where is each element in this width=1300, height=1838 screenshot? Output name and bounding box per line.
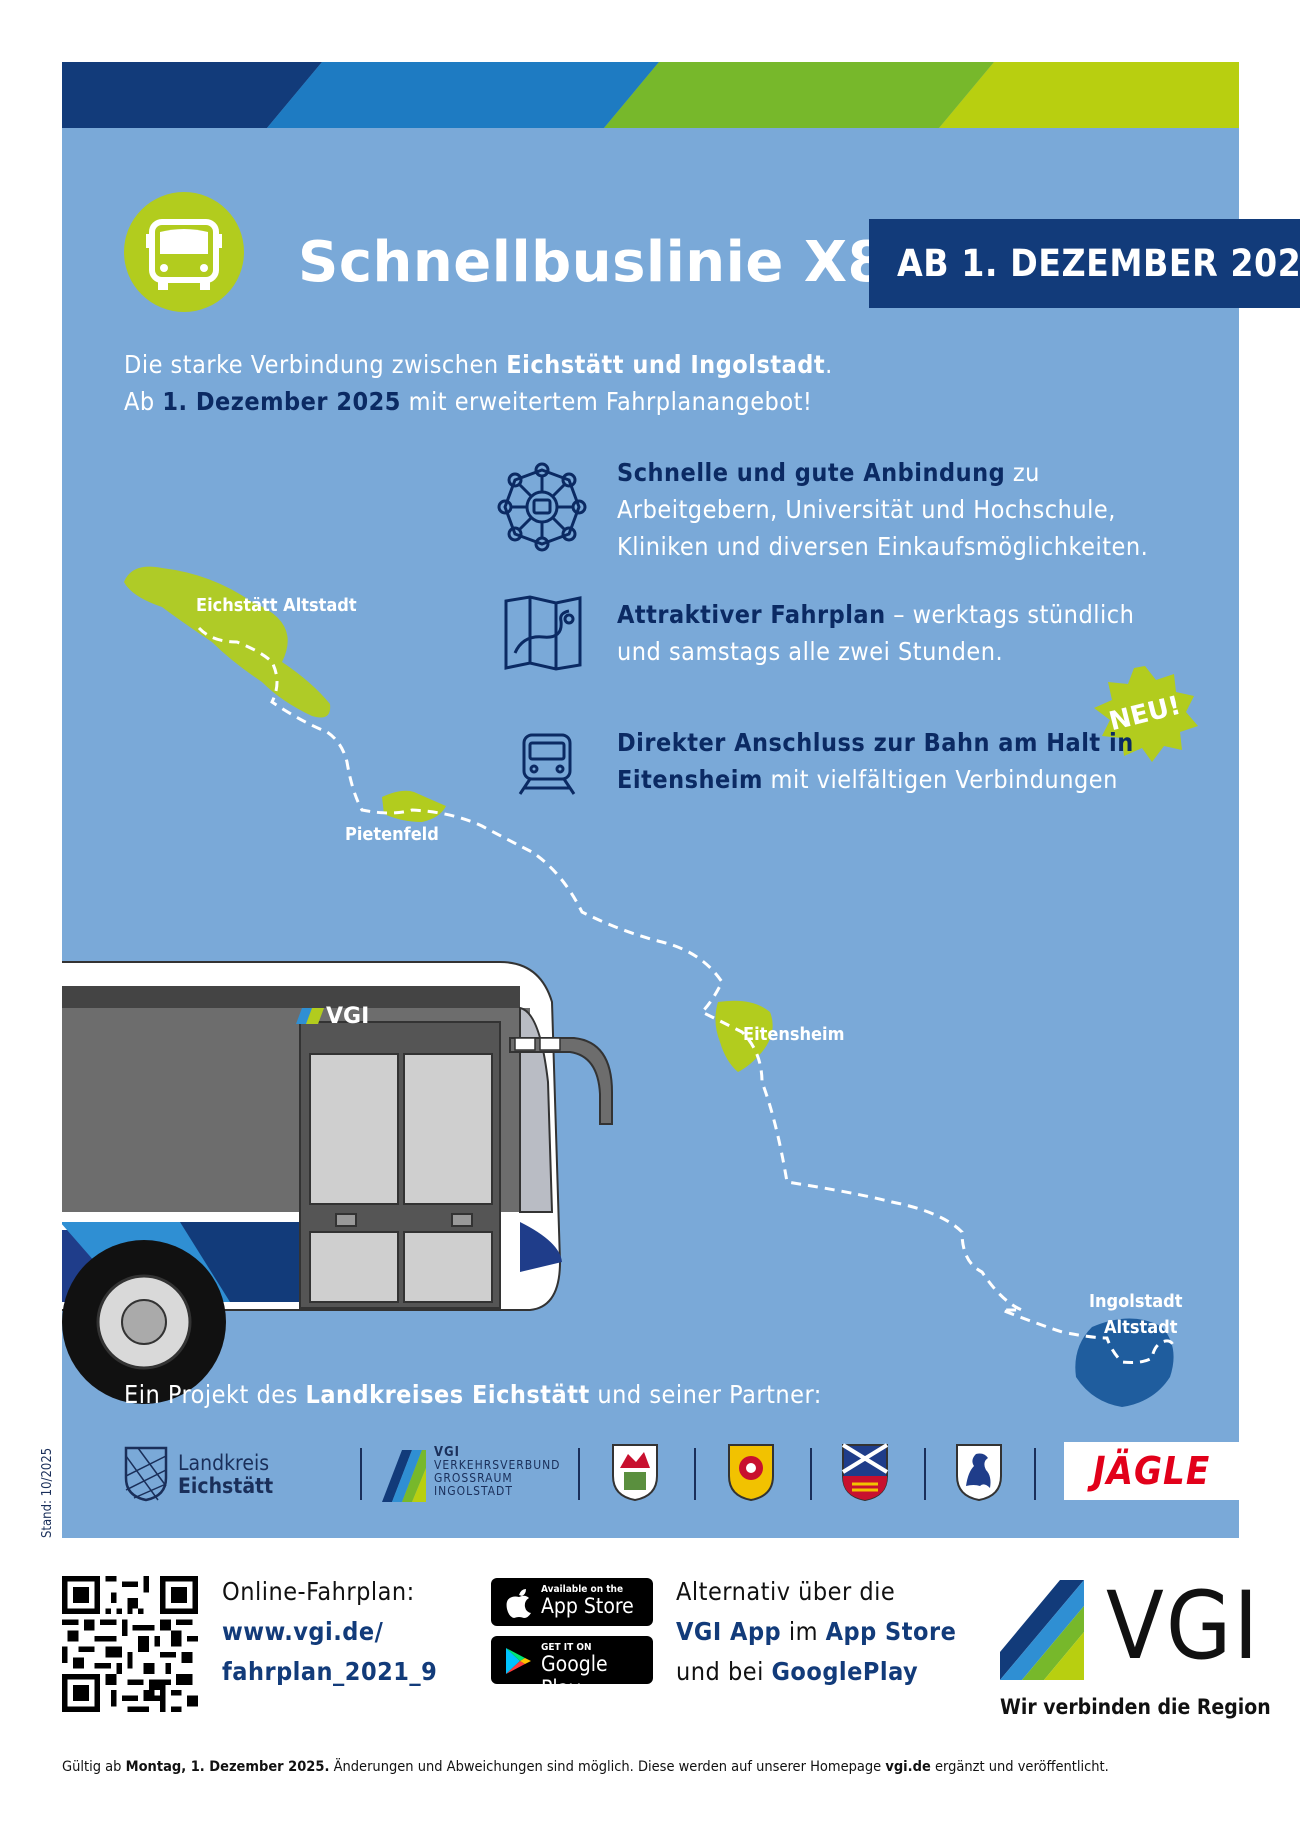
vgi-logo-icon	[1000, 1580, 1084, 1680]
poster-panel: Schnellbuslinie X80 Die starke Verbindun…	[62, 62, 1239, 1538]
municipal-crest-3-icon	[841, 1443, 889, 1502]
separator	[578, 1448, 580, 1500]
landkreis-crest-icon	[124, 1446, 168, 1502]
feature-rail: Direkter Anschluss zur Bahn am Halt in E…	[617, 728, 1134, 794]
eichstaett-crest-icon	[612, 1444, 658, 1502]
map-label-altstadt: Altstadt	[1104, 1317, 1178, 1338]
bus-icon	[146, 219, 222, 290]
train-icon	[518, 733, 576, 795]
map-icon	[504, 595, 582, 671]
feature-connection: Schnelle und gute Anbindung zu Arbeitgeb…	[617, 458, 1149, 561]
map-label-eichstaett: Eichstätt Altstadt	[196, 595, 357, 616]
apple-icon	[506, 1589, 531, 1618]
separator	[924, 1448, 926, 1500]
google-play-icon	[506, 1648, 531, 1674]
map-label-pietenfeld: Pietenfeld	[345, 824, 439, 845]
bus-illustration: VGI	[62, 961, 613, 1404]
online-timetable: Online-Fahrplan: www.vgi.de/ fahrplan_20…	[222, 1577, 438, 1686]
jaegle-logo: JÄGLE	[1064, 1442, 1239, 1500]
separator	[694, 1448, 696, 1500]
bus-circle-icon	[124, 192, 244, 312]
network-icon	[497, 462, 587, 552]
date-badge: AB 1. DEZEMBER 2025...	[869, 219, 1300, 308]
stand-date: Stand: 10/2025	[40, 1447, 55, 1538]
intro-text: Die starke Verbindung zwischen Eichstätt…	[124, 350, 833, 416]
separator	[360, 1448, 362, 1500]
qr-code[interactable]	[62, 1576, 198, 1712]
landkreis-logo-text: Landkreis Eichstätt	[178, 1451, 274, 1498]
map-label-eitensheim: Eitensheim	[743, 1024, 845, 1045]
legal-notice: Gültig ab Montag, 1. Dezember 2025. Ände…	[62, 1759, 1109, 1775]
neu-badge: NEU!	[1094, 666, 1198, 762]
feature-timetable: Attraktiver Fahrplan – werktags stündlic…	[617, 600, 1135, 666]
map-label-ingolstadt: Ingolstadt	[1089, 1291, 1183, 1312]
municipal-crest-2-icon	[728, 1444, 774, 1502]
header-stripes	[62, 62, 1239, 128]
separator	[810, 1448, 812, 1500]
timetable-link[interactable]: www.vgi.de/	[222, 1617, 384, 1646]
vgi-partner-logo-icon	[382, 1450, 426, 1502]
separator	[1034, 1448, 1036, 1500]
route-map	[124, 566, 1176, 1407]
ingolstadt-crest-icon	[956, 1444, 1002, 1502]
partners-intro: Ein Projekt des Landkreises Eichstätt un…	[124, 1380, 822, 1409]
app-alternative: Alternativ über die VGI App im App Store…	[676, 1577, 957, 1686]
slogan: Wir verbinden die Region	[1000, 1695, 1271, 1719]
partner-logos: Landkreis Eichstätt VGI VERKEHRSVERBUND …	[124, 1442, 1239, 1538]
app-store-button[interactable]: Available on the App Store	[491, 1578, 653, 1626]
bus-brand-text: VGI	[326, 1004, 369, 1029]
timetable-link-2[interactable]: fahrplan_2021_9	[222, 1657, 438, 1686]
google-play-button[interactable]: GET IT ON Google Play	[491, 1636, 653, 1700]
vgi-logo-text: VGI	[1106, 1572, 1261, 1681]
vgi-partner-logo-text: VGI VERKEHRSVERBUND GROSSRAUM INGOLSTADT	[434, 1445, 561, 1498]
page-title: Schnellbuslinie X80	[298, 230, 927, 295]
